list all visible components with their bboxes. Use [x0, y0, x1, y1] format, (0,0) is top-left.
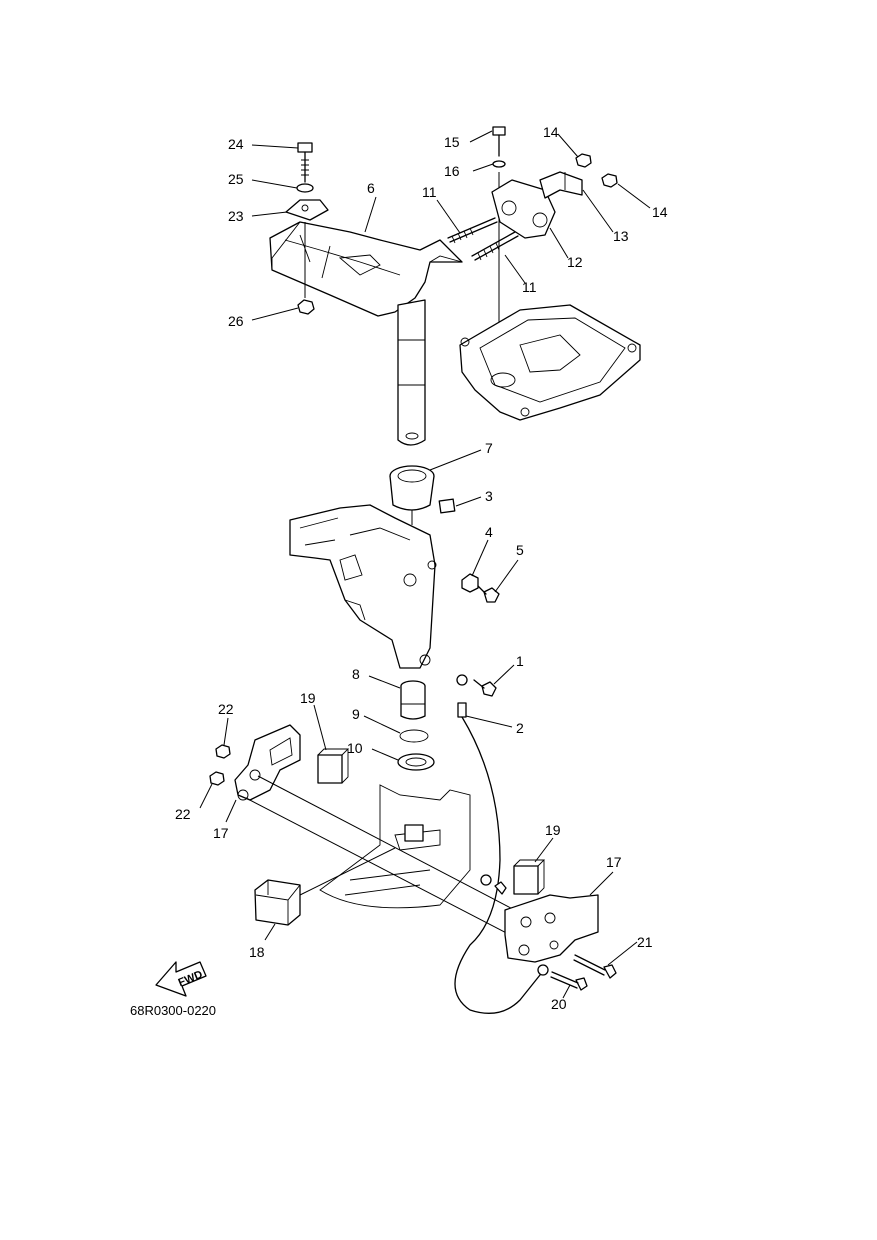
callout-7: 7: [485, 440, 493, 456]
nut-part-26: [297, 299, 315, 315]
callout-6: 6: [367, 180, 375, 196]
bolt-part-1: [473, 679, 497, 697]
bushing-part-7: [389, 465, 435, 511]
callout-9: 9: [352, 706, 360, 722]
bracket-part-17-left: [234, 724, 301, 801]
swivel-bracket: [289, 504, 437, 669]
callout-19-left: 19: [300, 690, 316, 706]
callout-17-right: 17: [606, 854, 622, 870]
nut-part-22-upper: [215, 744, 231, 759]
upper-casing-plate: [459, 304, 641, 421]
bracket-part-13: [539, 171, 583, 199]
callout-20: 20: [551, 996, 567, 1012]
o-ring-part-9: [399, 729, 429, 743]
steering-bracket-part-6: [269, 221, 463, 317]
callout-2: 2: [516, 720, 524, 736]
ground-screw: [480, 874, 507, 895]
bracket-part-17-right: [504, 894, 599, 963]
oil-seal-part-10: [397, 753, 435, 771]
callout-22-upper: 22: [218, 701, 234, 717]
stud-bolt-part-11-lower: [471, 231, 519, 261]
callout-23: 23: [228, 208, 244, 224]
callout-10: 10: [347, 740, 363, 756]
block-part-18: [254, 879, 301, 926]
through-bolt-line-b: [245, 797, 521, 941]
callout-14-upper: 14: [543, 124, 559, 140]
plate-part-23: [285, 199, 329, 221]
mount-rubber-part-12: [491, 179, 556, 239]
clamp-bracket: [319, 784, 471, 909]
washer-part-25: [296, 183, 314, 193]
callout-26: 26: [228, 313, 244, 329]
callout-14-right: 14: [652, 204, 668, 220]
nut-part-14-a: [575, 153, 592, 168]
bushing-part-8: [400, 680, 426, 720]
callout-3: 3: [485, 488, 493, 504]
block-18-axis-line: [299, 847, 396, 896]
callout-22-lower: 22: [175, 806, 191, 822]
callout-11-lower: 11: [522, 279, 537, 295]
rubber-part-19-right: [513, 859, 546, 895]
callout-leaders: [199, 130, 651, 999]
callout-16: 16: [444, 163, 460, 179]
callout-21: 21: [637, 934, 653, 950]
callout-labels: 1 2 3 4 5 6 7 8 9 10 11 11 12 13 14 14 1…: [175, 124, 668, 1012]
callout-19-right: 19: [545, 822, 561, 838]
callout-8: 8: [352, 666, 360, 682]
collar-part-4: [461, 573, 479, 593]
stud-bolt-part-11-upper: [447, 217, 498, 244]
bolt-part-24: [297, 142, 313, 183]
nut-part-22-lower: [209, 771, 225, 786]
forward-direction-arrow: FWD: [155, 961, 207, 997]
bolt-part-15: [492, 126, 506, 157]
callout-24: 24: [228, 136, 244, 152]
callout-11-upper: 11: [422, 184, 437, 200]
steering-shaft: [397, 299, 426, 446]
callout-4: 4: [485, 524, 493, 540]
callout-18: 18: [249, 944, 265, 960]
callout-1: 1: [516, 653, 524, 669]
bolt-part-21: [573, 954, 617, 979]
callout-17-left: 17: [213, 825, 229, 841]
rubber-part-19-left: [317, 748, 350, 784]
bolt-part-20: [550, 971, 588, 991]
through-bolt-line-a: [257, 775, 531, 919]
callout-13: 13: [613, 228, 629, 244]
nut-part-14-b: [601, 173, 618, 188]
callout-15: 15: [444, 134, 460, 150]
callout-25: 25: [228, 171, 244, 187]
bolt-part-5: [477, 585, 500, 603]
ground-wire-part-2: [454, 674, 549, 1014]
callout-12: 12: [567, 254, 583, 270]
diagram-code: 68R0300-0220: [130, 1003, 216, 1018]
callout-5: 5: [516, 542, 524, 558]
washer-part-16: [492, 160, 506, 168]
seal-part-3: [438, 498, 456, 514]
